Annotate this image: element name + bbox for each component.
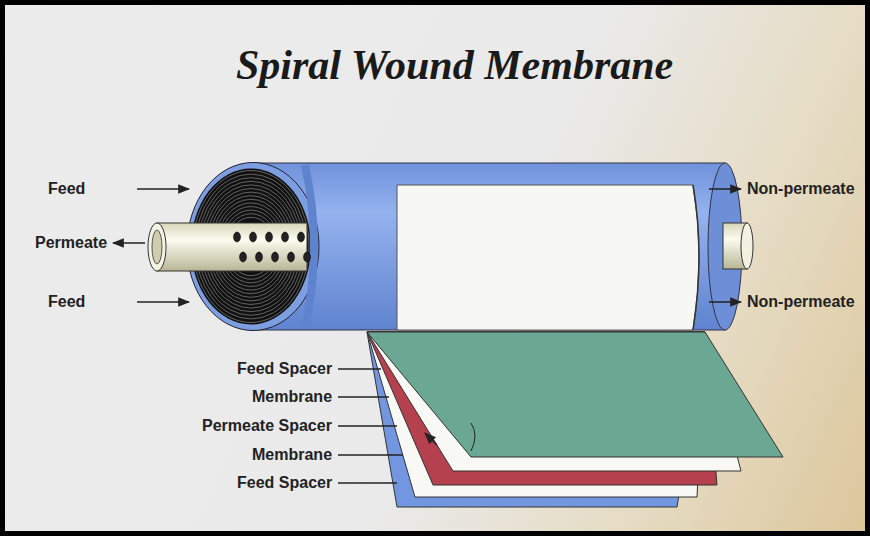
tube-hole [234, 232, 241, 242]
tube-hole [266, 232, 273, 242]
layer-label: Permeate Spacer [202, 417, 332, 435]
layer-label: Membrane [252, 388, 332, 406]
layer-label: Membrane [252, 446, 332, 464]
tube-hole [256, 252, 263, 262]
tube-hole [304, 252, 311, 262]
tube-hole [288, 252, 295, 262]
layer-label: Feed Spacer [237, 474, 332, 492]
flow-label: Feed [48, 293, 85, 311]
flow-label: Feed [48, 180, 85, 198]
layer-label: Feed Spacer [237, 360, 332, 378]
tube-hole [282, 232, 289, 242]
flow-label: Permeate [35, 234, 107, 252]
title: Spiral Wound Membrane [236, 41, 673, 89]
tube-hole [298, 232, 305, 242]
flow-label: Non-permeate [747, 180, 855, 198]
tube-hole [240, 252, 247, 262]
tube-hole [250, 232, 257, 242]
flow-label: Non-permeate [747, 293, 855, 311]
tube-hole [272, 252, 279, 262]
